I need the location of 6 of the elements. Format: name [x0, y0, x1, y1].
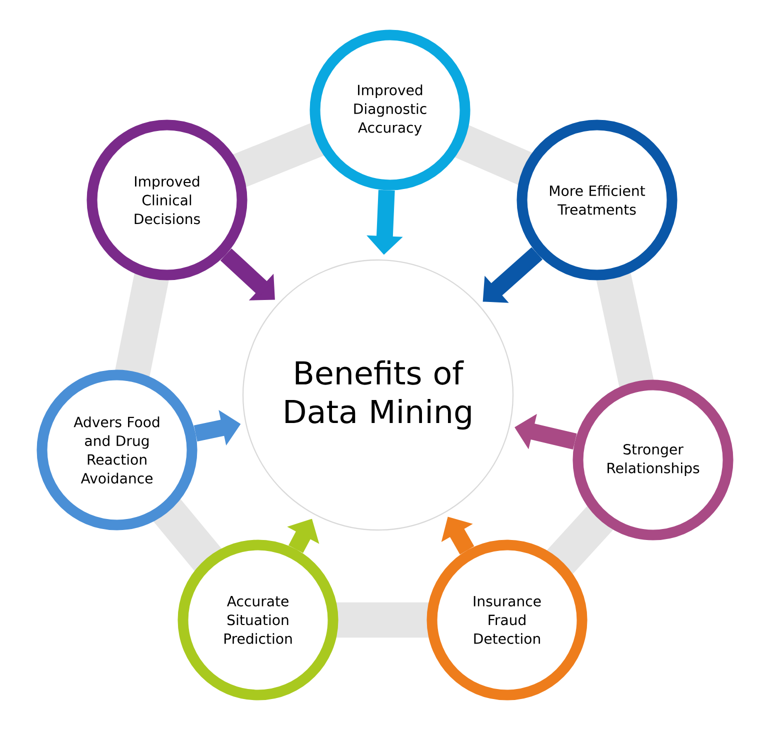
node-label: Stronger Relationships — [608, 444, 700, 476]
node-label: Accurate Situation Prediction — [224, 596, 292, 644]
arrow — [220, 248, 275, 300]
arrow — [482, 247, 542, 303]
node-label: Insurance Fraud Detection — [474, 596, 541, 644]
node-label: More Efficient Treatments — [550, 185, 646, 215]
